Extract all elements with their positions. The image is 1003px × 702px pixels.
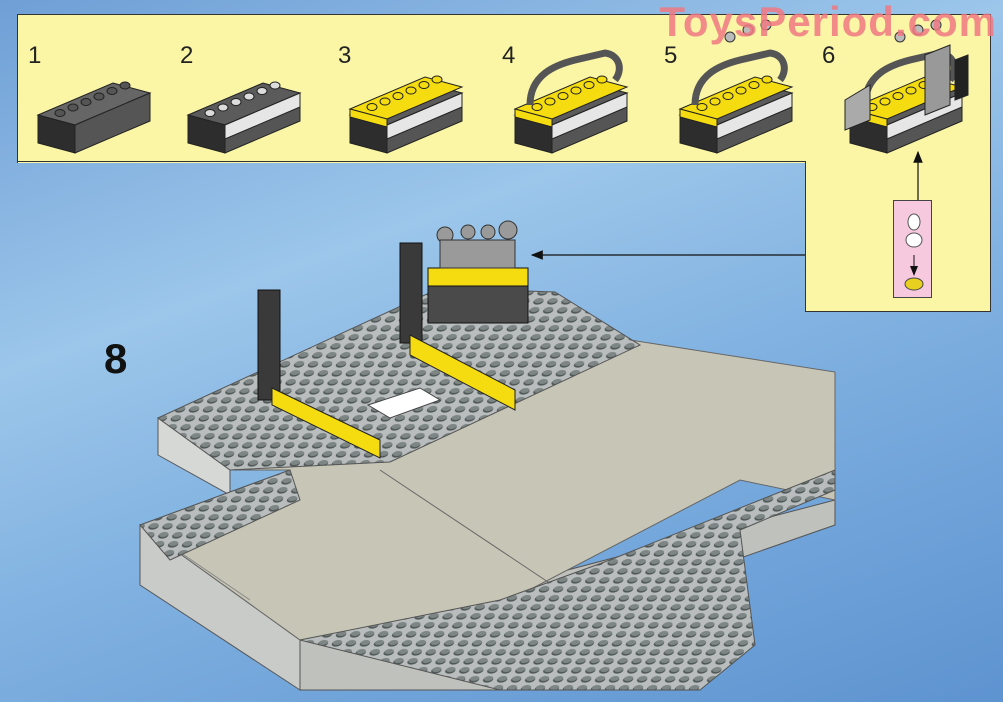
brick-stud (119, 81, 131, 90)
tool-piece (894, 31, 906, 43)
brick-stud (269, 81, 281, 90)
brick-stud (892, 92, 904, 100)
hose-arch-6 (861, 49, 958, 106)
black-pillar-right (399, 242, 423, 344)
baseplate-studded-lower (299, 469, 836, 691)
brick-stud (735, 86, 747, 95)
yellow-plate-front-3 (349, 108, 388, 128)
yellow-plate-front-4 (514, 108, 553, 128)
substep-6-number: 6 (822, 42, 836, 69)
brick-stud (256, 87, 268, 95)
yellow-brick-mid (409, 334, 516, 411)
brick-stud (709, 97, 721, 106)
clip-row-4 (551, 92, 628, 140)
brick-stud (80, 98, 92, 106)
tool-piece (760, 19, 772, 31)
brick-stud (531, 103, 543, 111)
brick-stud (379, 97, 391, 106)
wheel-part (844, 84, 871, 131)
brick-stud (230, 98, 242, 106)
brick-stud (557, 92, 569, 100)
tool-piece (930, 19, 942, 31)
black-pillar-left (257, 289, 281, 401)
clip-row-3 (386, 92, 463, 140)
yellow-plate-front-5 (679, 108, 718, 128)
panel-border (17, 161, 806, 162)
brick-stud (544, 97, 556, 106)
substep-1-number: 1 (28, 42, 42, 69)
assembled-unit-yellow-plate (427, 267, 529, 287)
brick-stud (722, 92, 734, 100)
brick-stud (204, 109, 216, 117)
road-seam (379, 469, 561, 591)
antenna-block (954, 54, 969, 101)
tool-piece (912, 24, 924, 36)
brick-stud (431, 75, 443, 84)
clip-row-2 (224, 92, 301, 140)
tool-piece (724, 31, 736, 43)
substep-3-number: 3 (338, 42, 352, 69)
brick-stud (106, 87, 118, 95)
brick-stud (761, 75, 773, 84)
callout-part-yellow (904, 277, 924, 291)
white-tile (366, 387, 442, 419)
substep-4-number: 4 (502, 42, 516, 69)
brick-stud (67, 103, 79, 112)
substep-panel (17, 14, 991, 163)
tool-piece (742, 24, 754, 36)
brick-stud (418, 81, 430, 89)
brick-stud (879, 97, 891, 106)
brick-side-1 (74, 92, 151, 154)
substep-5-number: 5 (664, 42, 678, 69)
watermark-logo: ToysPeriod.com (659, 0, 997, 45)
tools-on-unit (436, 220, 518, 269)
callout-part-white (905, 213, 923, 248)
brick-stud (583, 81, 595, 89)
brick-stud (570, 86, 582, 95)
main-step-number: 8 (104, 335, 128, 382)
brick-stud (696, 103, 708, 111)
baseplate-studded-front (139, 469, 301, 561)
brick-stud (217, 103, 229, 112)
brick-stud (596, 75, 608, 84)
brick-stud (366, 103, 378, 111)
hose-arch-4 (526, 49, 623, 106)
yellow-brick-left (271, 387, 381, 459)
equipment-block (924, 44, 951, 116)
clip-row-5 (716, 92, 793, 140)
brick-stud (905, 86, 917, 95)
hose-arch-5 (691, 49, 788, 106)
brick-stud (243, 92, 255, 101)
substep-2-number: 2 (180, 42, 194, 69)
brick-stud (93, 92, 105, 101)
brick-stud (392, 92, 404, 100)
brick-stud (748, 81, 760, 89)
brick-stud (405, 86, 417, 95)
brick-stud (54, 109, 66, 117)
